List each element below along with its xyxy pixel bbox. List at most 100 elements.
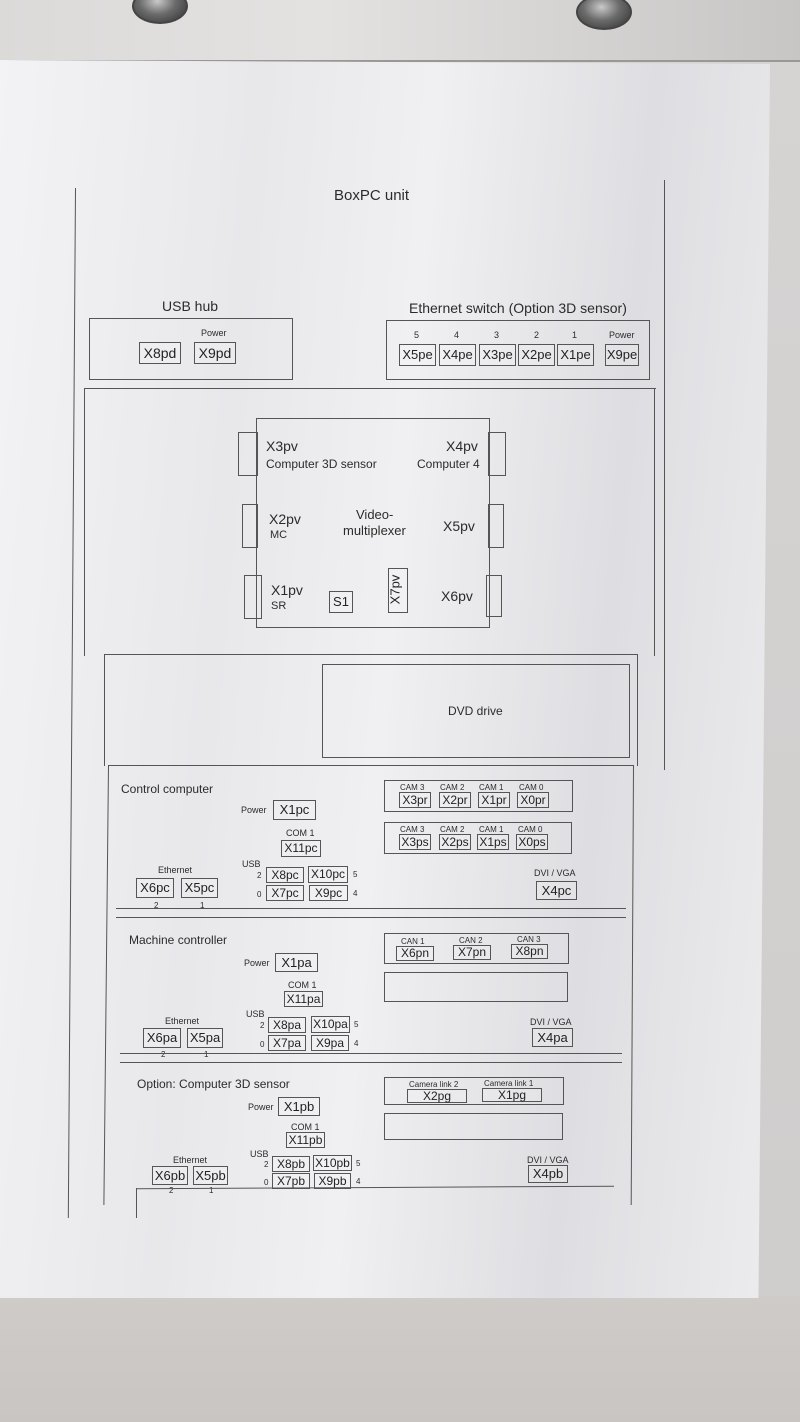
port-x5pb: X5pb [193, 1166, 228, 1185]
port-x9pe: X9pe [605, 344, 639, 366]
cc-usb-label: USB [242, 859, 261, 869]
cam2-ps-label: CAM 2 [440, 825, 465, 834]
port-x7pv: X7pv [387, 568, 408, 613]
c3d-blank-frame [384, 1113, 563, 1140]
dvd-right-line [637, 654, 639, 766]
port-x8pd: X8pd [139, 342, 181, 364]
mc-dvi-label: DVI / VGA [530, 1017, 572, 1027]
port-x1pg: X1pg [482, 1088, 542, 1102]
cc-usb-num-2: 2 [257, 871, 262, 880]
port-x9pd: X9pd [194, 342, 236, 364]
cc-usb-num-4: 4 [353, 889, 358, 898]
camera-link-1-label: Camera link 1 [484, 1079, 534, 1088]
port-x4pc: X4pc [536, 881, 577, 900]
port-x5pc: X5pc [181, 878, 218, 898]
eth-num-4: 4 [454, 330, 460, 340]
eth-num-1: 1 [572, 330, 578, 340]
port-x3pe: X3pe [479, 344, 516, 366]
mc-can-frame [384, 933, 569, 964]
vmux-label-line1: Video- [356, 507, 394, 522]
c3d-power-label: Power [248, 1102, 274, 1112]
cam0-ps-label: CAM 0 [518, 825, 543, 834]
x2pv-desc: MC [270, 529, 288, 541]
label-sheet: BoxPC unit USB hub Power X8pd X9pd Ether… [0, 60, 770, 1298]
separator-4 [116, 908, 626, 910]
port-x2ps: X2ps [439, 834, 471, 850]
port-x1pa: X1pa [275, 953, 318, 972]
vmux-label-line2: multiplexer [343, 523, 406, 538]
cam1-ps-label: CAM 1 [479, 825, 504, 834]
x5pv-label: X5pv [443, 518, 475, 534]
eth-power-label: Power [609, 330, 635, 340]
x3pv-desc: Computer 3D sensor [266, 457, 377, 471]
cc-usb-num-5: 5 [353, 870, 358, 879]
cc-dvi-label: DVI / VGA [534, 868, 576, 878]
port-x7pc: X7pc [266, 885, 304, 901]
port-x0pr: X0pr [517, 792, 549, 808]
port-x6pc: X6pc [136, 878, 174, 898]
separator-2 [104, 654, 638, 656]
connector-x6pv [486, 575, 502, 617]
connector-x1pv [244, 575, 262, 619]
port-x10pb: X10pb [313, 1155, 352, 1171]
outer-left-line [67, 187, 77, 1218]
dvd-drive-frame [322, 664, 630, 758]
x3pv-label: X3pv [266, 438, 298, 454]
cc-com-label: COM 1 [286, 828, 315, 838]
mc-usb-num-2: 2 [260, 1021, 265, 1030]
switch-s1: S1 [329, 591, 353, 613]
connector-x3pv [238, 432, 258, 476]
control-computer-title: Control computer [121, 782, 214, 796]
computer-3d-title: Option: Computer 3D sensor [137, 1077, 290, 1091]
usb-hub-power-label: Power [201, 328, 227, 338]
port-x2pg: X2pg [407, 1089, 467, 1103]
separator-5b [120, 1062, 622, 1064]
cc-eth-num-1: 1 [200, 901, 205, 910]
sections-right-line [630, 764, 635, 1205]
port-x3ps: X3ps [399, 834, 431, 850]
dvd-left-line [104, 654, 106, 766]
cabinet-top-strip [0, 0, 800, 62]
mc-usb-num-0: 0 [260, 1040, 265, 1049]
eth-num-2: 2 [534, 330, 540, 340]
usb-hub-frame [89, 318, 293, 380]
x1pv-desc: SR [271, 600, 287, 612]
port-x6pn: X6pn [396, 946, 434, 961]
dvd-drive-label: DVD drive [448, 704, 503, 718]
port-x2pr: X2pr [439, 792, 471, 808]
x4pv-desc: Computer 4 [417, 457, 480, 471]
inner-left-line [84, 388, 86, 656]
sections-left-line [103, 764, 110, 1205]
x6pv-label: X6pv [441, 588, 473, 604]
x7pv-label: X7pv [387, 574, 403, 605]
c3d-usb-num-4: 4 [356, 1177, 361, 1186]
port-x6pb: X6pb [152, 1166, 188, 1185]
port-x3pr: X3pr [399, 792, 431, 808]
port-x5pe: X5pe [399, 344, 436, 366]
usb-hub-label: USB hub [162, 298, 219, 314]
port-x9pa: X9pa [311, 1035, 349, 1051]
connector-x4pv [488, 432, 506, 476]
camera-link-2-label: Camera link 2 [409, 1080, 459, 1089]
port-x8pn: X8pn [511, 944, 548, 959]
eth-num-3: 3 [494, 330, 500, 340]
cc-cam-row2-frame [384, 822, 572, 854]
connector-x2pv [242, 504, 258, 548]
cam3-pr-label: CAM 3 [400, 783, 425, 792]
port-x8pc: X8pc [266, 867, 304, 883]
port-x8pb: X8pb [272, 1156, 310, 1172]
port-x0ps: X0ps [516, 834, 548, 850]
port-x1ps: X1ps [477, 834, 509, 850]
x2pv-label: X2pv [269, 511, 301, 527]
port-x11pb: X11pb [286, 1132, 325, 1148]
separator-5 [120, 1053, 622, 1055]
screw-left-icon [132, 0, 188, 24]
c3d-eth-num-2: 2 [169, 1186, 174, 1195]
port-x1pb: X1pb [278, 1097, 320, 1116]
screw-right-icon [576, 0, 632, 30]
c3d-camera-link-frame [384, 1077, 564, 1105]
mc-usb-label: USB [246, 1009, 265, 1019]
port-x4pa: X4pa [532, 1028, 573, 1047]
bottom-left-tick [136, 1188, 138, 1218]
mc-usb-num-4: 4 [354, 1039, 359, 1048]
